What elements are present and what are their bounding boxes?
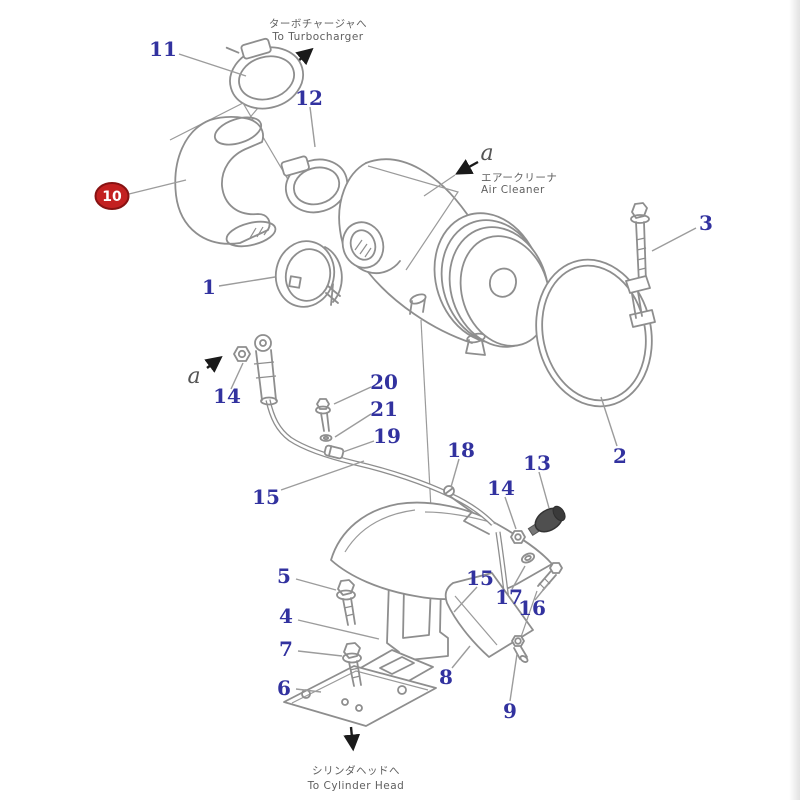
part-6-plate	[283, 649, 437, 727]
label-6: 6	[277, 676, 291, 700]
inlet-hood	[330, 501, 553, 601]
label-1: 1	[202, 275, 216, 299]
part-13-dust-indicator	[527, 505, 566, 537]
to-cylinder-head-arrow	[343, 726, 361, 752]
label-8: 8	[439, 665, 453, 689]
label-17: 17	[495, 585, 523, 609]
part-21-washer	[319, 434, 333, 442]
label-20: 20	[370, 370, 398, 394]
bolt-16-axis-line	[520, 590, 538, 638]
cap-clamp-screw	[325, 283, 341, 306]
label-7: 7	[279, 637, 293, 661]
caption-turbocharger-en: To Turbocharger	[271, 31, 363, 43]
part-9-fitting	[511, 635, 529, 663]
part-14-nut-right	[510, 530, 526, 544]
label-15-right: 15	[466, 566, 494, 590]
part-7-bolt	[342, 642, 362, 687]
view-marker-a-left	[204, 355, 223, 373]
front-end-cover	[433, 212, 551, 348]
label-19: 19	[373, 424, 401, 448]
part-5-bolt	[336, 579, 356, 626]
end-cap-hatching	[354, 239, 372, 258]
part-17-washer	[520, 552, 536, 564]
label-21: 21	[370, 397, 398, 421]
label-14-right: 14	[487, 476, 515, 500]
part-2-band-clamp	[535, 258, 656, 408]
view-marker-a-top	[423, 159, 479, 197]
label-9: 9	[503, 699, 517, 723]
caption-air-cleaner-jp: エアークリーナ	[481, 172, 557, 184]
part-16-bolt	[537, 562, 563, 591]
elbow-corrugations	[249, 225, 271, 239]
part-20-bolt	[315, 398, 331, 432]
part-18-bolt	[443, 485, 490, 535]
label-15-left: 15	[252, 485, 280, 509]
image-right-border	[789, 0, 800, 800]
label-12: 12	[295, 86, 323, 110]
leader-lines	[128, 53, 697, 702]
label-18: 18	[447, 438, 475, 462]
banjo-fitting	[253, 334, 278, 406]
label-16: 16	[518, 596, 546, 620]
part-10-elbow-duct	[169, 102, 291, 248]
vacuator-valve	[465, 332, 486, 356]
part-1-cap	[274, 240, 343, 308]
label-14-left: 14	[213, 384, 241, 408]
cover-kidney-hole	[488, 267, 517, 298]
part-3-bolt	[630, 202, 650, 288]
caption-cylinder-head-en: To Cylinder Head	[307, 780, 405, 792]
label-10: 10	[102, 189, 122, 205]
label-11: 11	[149, 37, 177, 61]
view-label-a-left: a	[187, 364, 200, 389]
label-5: 5	[277, 564, 291, 588]
label-2: 2	[613, 444, 627, 468]
part-12-hose-clamp	[280, 155, 349, 214]
part-11-hose-clamp	[225, 37, 304, 110]
label-13: 13	[523, 451, 551, 475]
view-label-a-top: a	[480, 141, 493, 166]
part-14-nut-left	[233, 346, 251, 362]
label-4: 4	[279, 604, 293, 628]
part-15-tube	[253, 334, 514, 635]
part-19-clamp	[323, 444, 345, 460]
inlet-boss	[409, 293, 427, 315]
part-10-highlight-badge: 10	[94, 182, 130, 210]
caption-turbocharger-jp: ターボチャージャへ	[269, 18, 367, 30]
label-3: 3	[699, 211, 713, 235]
caption-air-cleaner-en: Air Cleaner	[481, 184, 545, 196]
air-cleaner-assembly	[338, 158, 551, 356]
caption-cylinder-head-jp: シリンダヘッドへ	[312, 764, 400, 777]
